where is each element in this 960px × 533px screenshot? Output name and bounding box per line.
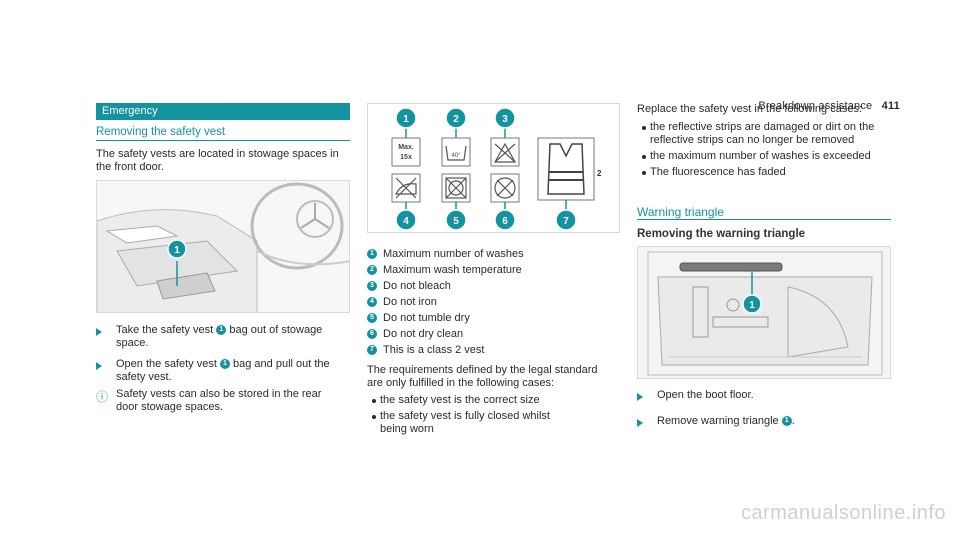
left-intro: The safety vests are located in stowage … — [96, 148, 339, 173]
step-text: Open the boot floor. — [657, 389, 754, 401]
info-text: Safety vests can also be stored in the r… — [116, 388, 322, 413]
step-arrow-icon — [96, 328, 102, 336]
svg-text:2: 2 — [597, 169, 602, 178]
right-steps: Open the boot floor. Remove warning tria… — [637, 389, 891, 431]
boot-illustration: 1 — [638, 247, 890, 378]
list-item: The fluorescence has faded — [642, 166, 892, 179]
warning-triangle-case — [679, 262, 783, 272]
callout-marker — [167, 239, 187, 259]
replace-list: the reflective strips are damaged or dir… — [642, 121, 892, 179]
care-symbols-figure: 1 2 3 Max. 15x 40° — [367, 103, 620, 233]
left-subheading: Removing the safety vest — [96, 126, 226, 138]
page-header: Breakdown assistance 411 — [758, 100, 900, 112]
list-item: the safety vest is the correct size — [372, 394, 612, 407]
right-subheading: Removing the warning triangle — [637, 228, 806, 240]
svg-text:40°: 40° — [451, 153, 461, 159]
step-text-end: bag out of stowage space. — [116, 324, 323, 349]
info-icon: ⓘ — [96, 390, 109, 404]
left-steps: Take the safety vest 1 bag out of stowag… — [96, 324, 350, 414]
callout-marker — [742, 294, 762, 314]
svg-text:1: 1 — [403, 114, 409, 125]
svg-text:2: 2 — [453, 114, 459, 125]
door-stowage-figure: 1 — [96, 180, 350, 313]
boot-floor-figure: 1 — [637, 246, 891, 379]
svg-text:4: 4 — [403, 216, 409, 227]
header-title: Breakdown assistance — [758, 100, 873, 112]
warning-triangle-title: Warning triangle — [637, 205, 724, 219]
no-dry-clean-symbol — [490, 173, 520, 203]
callout-number: 1 — [174, 245, 180, 256]
step-badge: 1 — [219, 359, 230, 370]
wash-temp-symbol — [441, 137, 471, 167]
callout-number: 1 — [749, 300, 755, 311]
requirements-intro: The requirements defined by the legal st… — [367, 364, 598, 389]
class-2-vest-symbol — [537, 137, 595, 201]
care-symbols: 1 2 3 Max. 15x 40° — [391, 107, 602, 231]
step-badge: 1 — [216, 325, 227, 336]
callout-1: 1 — [395, 107, 417, 138]
step-text-end: bag and pull out the safety vest. — [116, 358, 330, 383]
step-item: Open the boot floor. — [637, 389, 891, 405]
svg-text:6: 6 — [502, 216, 508, 227]
section-rule — [637, 219, 891, 220]
list-item: the safety vest is fully closed whilst b… — [372, 410, 612, 436]
step-text: Open the safety vest — [116, 358, 217, 370]
svg-text:3: 3 — [502, 114, 508, 125]
step-arrow-icon — [637, 419, 643, 427]
list-item: the reflective strips are damaged or dir… — [642, 121, 892, 147]
callout-6: 6 — [494, 202, 516, 231]
callout-4: 4 — [395, 202, 417, 231]
svg-text:5: 5 — [453, 216, 459, 227]
list-item: the maximum number of washes is exceeded — [642, 150, 892, 163]
callout-2: 2 — [445, 107, 467, 138]
watermark: carmanualsonline.info — [740, 502, 946, 524]
step-arrow-icon — [637, 393, 643, 401]
svg-text:Max.: Max. — [398, 144, 414, 151]
step-arrow-icon — [96, 362, 102, 370]
svg-text:7: 7 — [563, 216, 569, 227]
step-badge: 1 — [781, 416, 792, 427]
step-text-end: . — [791, 415, 795, 427]
door-illustration: 1 — [97, 181, 349, 312]
callout-3: 3 — [494, 107, 516, 138]
section-label: Emergency — [96, 103, 350, 120]
left-subheading-rule — [96, 140, 350, 141]
step-text: Remove warning triangle — [657, 415, 779, 427]
step-text: Take the safety vest — [116, 324, 214, 336]
replace-intro: Replace the safety vest in the following… — [637, 103, 863, 115]
requirements-list: the safety vest is the correct size the … — [372, 394, 612, 436]
page-number: 411 — [881, 100, 900, 112]
callout-7: 7 — [555, 200, 577, 231]
max-washes-symbol — [391, 137, 421, 167]
step-item: Open the safety vest 1 bag and pull out … — [96, 358, 350, 384]
step-item: Take the safety vest 1 bag out of stowag… — [96, 324, 350, 350]
info-note: ⓘ Safety vests can also be stored in the… — [96, 388, 350, 414]
svg-text:15x: 15x — [400, 154, 412, 161]
callout-5: 5 — [445, 202, 467, 231]
step-item: Remove warning triangle 1. — [637, 415, 891, 431]
